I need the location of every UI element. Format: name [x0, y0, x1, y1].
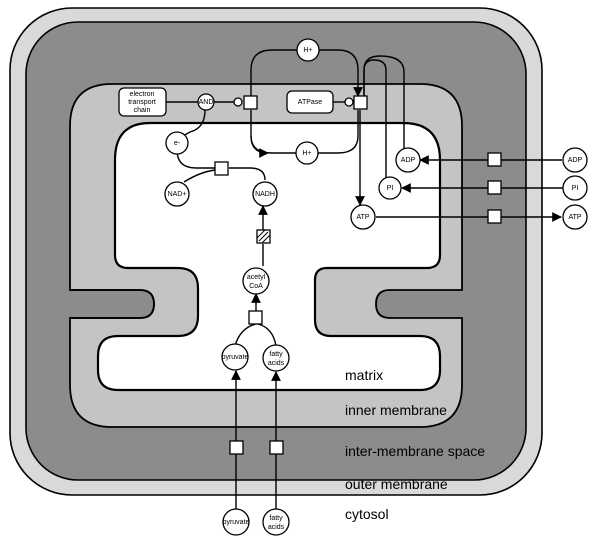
node-atp-cytosol — [562, 204, 588, 230]
line-hplus-top-left — [250, 49, 297, 96]
node-pyruvate-cytosol-label: pyruvate — [223, 519, 250, 526]
node-fatty-cytosol-line2: acids — [268, 524, 285, 531]
node-fatty-matrix — [262, 344, 290, 372]
node-atp-matrix-label: ATP — [356, 214, 369, 221]
transport-box-atpase — [353, 95, 368, 110]
line-pyruvate-box — [234, 323, 257, 347]
arrow-hplus-bottom — [250, 135, 269, 158]
inner-membrane-left-finger — [70, 289, 155, 319]
node-fatty-cytosol-line1: fatty — [269, 515, 283, 522]
node-hplus-top — [296, 38, 320, 62]
node-acetyl-line2: CoA — [249, 283, 263, 290]
reaction-box-nad — [214, 161, 229, 176]
node-etc-line2: transport — [128, 99, 156, 106]
node-atpase — [286, 90, 334, 114]
node-etc-line3: chain — [134, 107, 151, 114]
node-pyruvate-matrix — [221, 343, 249, 371]
node-eminus-label: e- — [174, 140, 181, 147]
line-fatty-box — [257, 323, 277, 347]
node-etc — [118, 87, 167, 117]
node-nadh — [252, 181, 278, 207]
node-eminus — [165, 131, 189, 155]
label-inner-membrane: inner membrane — [345, 402, 447, 418]
label-outer-membrane: outer membrane — [345, 476, 448, 492]
transport-box-atp — [487, 209, 502, 224]
hatch-3 — [261, 234, 271, 244]
node-pi-cytosol-label: PI — [572, 185, 579, 192]
node-nadplus — [164, 181, 190, 207]
node-fatty-matrix-line2: acids — [268, 360, 285, 367]
node-adp-cytosol-label: ADP — [568, 157, 583, 164]
node-hplus-bottom-label: H+ — [302, 150, 311, 157]
node-adp-cytosol — [562, 147, 588, 173]
hatch-2 — [256, 229, 266, 239]
node-atp-matrix — [350, 204, 376, 230]
port-circle-atpase — [344, 97, 354, 107]
node-pyruvate-cytosol — [222, 508, 250, 536]
node-nadh-label: NADH — [255, 191, 275, 198]
transport-box-fatty — [269, 440, 284, 455]
node-atp-cytosol-label: ATP — [568, 214, 581, 221]
node-pi-cytosol — [562, 175, 588, 201]
node-and — [197, 93, 215, 111]
line-box-nadplus — [183, 169, 216, 183]
line-and-eminus — [182, 109, 206, 137]
node-pyruvate-matrix-label: pyruvate — [222, 354, 249, 361]
node-adp-matrix — [395, 147, 421, 173]
line-hplus-top-right — [318, 49, 363, 97]
node-nadplus-label: NAD+ — [168, 191, 187, 198]
node-pi-matrix — [378, 176, 402, 200]
node-acetyl-coa — [242, 267, 270, 295]
label-matrix: matrix — [345, 367, 383, 383]
reaction-box-acetyl — [248, 310, 263, 325]
node-fatty-matrix-line1: fatty — [269, 351, 283, 358]
transport-box-and — [243, 95, 258, 110]
node-adp-matrix-label: ADP — [401, 157, 416, 164]
transport-box-pi — [487, 180, 502, 195]
node-atpase-label: ATPase — [298, 99, 322, 106]
transport-box-adp — [487, 152, 502, 167]
node-pi-matrix-label: PI — [387, 185, 394, 192]
node-hplus-top-label: H+ — [303, 47, 312, 54]
node-and-label: AND — [199, 99, 214, 106]
transport-box-pyruvate — [229, 440, 244, 455]
node-acetyl-line1: acetyl — [247, 274, 266, 281]
line-hplus-bottom-right — [318, 110, 359, 154]
line-port-adp — [363, 55, 405, 150]
label-cytosol: cytosol — [345, 506, 389, 522]
line-box-nadh — [229, 167, 266, 181]
label-intermembrane-space: inter-membrane space — [345, 443, 485, 459]
hatch-1 — [258, 231, 269, 242]
node-etc-line1: electron — [130, 91, 155, 98]
node-hplus-bottom — [295, 141, 319, 165]
port-circle-and — [233, 97, 243, 107]
node-fatty-cytosol — [262, 508, 290, 536]
